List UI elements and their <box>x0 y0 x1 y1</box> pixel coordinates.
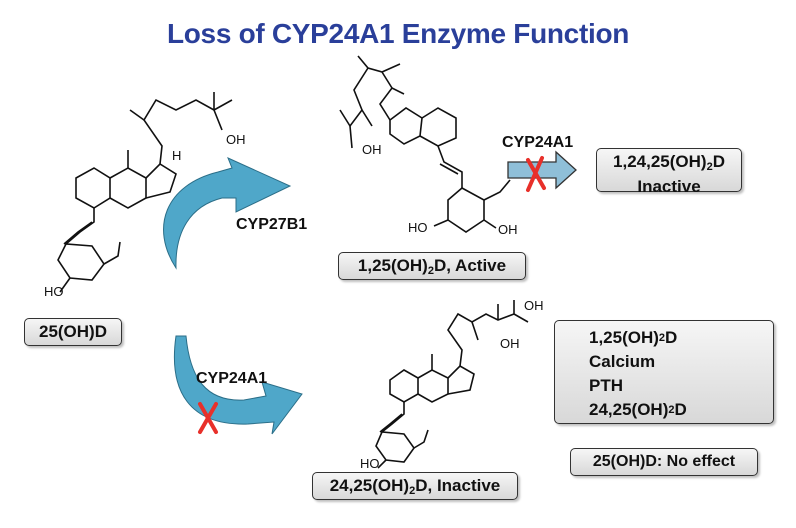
enzyme-label-cyp24a1-top: CYP24A1 <box>502 134 574 151</box>
compound-text-sub: 2 <box>409 485 416 497</box>
oh-label-3: OH <box>498 222 518 237</box>
compound-box-1-25-oh2-d-active: 1,25(OH)2D, Active <box>338 252 526 280</box>
compound-text-pre: 1,24,25(OH) <box>613 152 707 171</box>
compound-text-post: D, Active <box>433 256 507 275</box>
molecule-25ohd <box>57 92 233 293</box>
effect-label: 24,25(OH) <box>589 400 669 419</box>
block-cross-top <box>526 156 546 192</box>
effect-sub: 2 <box>658 332 666 344</box>
cyp24a1-bottom-arrow <box>173 335 303 435</box>
effect-post: D <box>665 328 678 347</box>
h-label-1: H <box>172 148 182 163</box>
ho-label-2: HO <box>408 220 428 235</box>
enzyme-label-cyp24a1-bottom: CYP24A1 <box>196 370 268 387</box>
compound-text-sub: 2 <box>427 265 434 277</box>
no-effect-box: 25(OH)D: No effect <box>570 448 758 476</box>
ho-label-3: HO <box>360 456 380 471</box>
compound-box-1-24-25-oh2-d: 1,24,25(OH)2D Inactive <box>596 148 742 196</box>
effect-label: Calcium <box>589 352 656 371</box>
effect-row: Calcium <box>589 350 773 374</box>
effect-sub: 2 <box>668 404 675 416</box>
oh-label-5: OH <box>500 336 520 351</box>
ho-label-1: HO <box>44 284 64 299</box>
cyp24a1-top-arrow <box>507 150 577 190</box>
compound-text-pre: 1,25(OH) <box>357 256 428 275</box>
effect-label: 1,25(OH) <box>589 328 659 347</box>
diagram-title: Loss of CYP24A1 Enzyme Function <box>166 18 630 49</box>
compound-line-2: Inactive <box>637 177 701 196</box>
molecule-24-25-oh2-d <box>375 300 529 469</box>
compound-box-24-25-oh2-d-inactive: 24,25(OH)2D, Inactive <box>312 472 518 500</box>
block-cross-bottom <box>198 402 218 434</box>
oh-label-4: OH <box>524 298 544 313</box>
cyp27b1-arrow <box>163 157 292 270</box>
effect-post: D <box>674 400 687 419</box>
effect-row: PTH <box>589 374 773 398</box>
compound-text-pre: 24,25(OH) <box>329 476 410 495</box>
oh-label-2: OH <box>362 142 382 157</box>
compound-text-sub: 2 <box>706 161 713 173</box>
oh-label-1: OH <box>226 132 246 147</box>
compound-text-post: D <box>712 152 725 171</box>
molecule-1-25-oh2-d <box>339 55 511 233</box>
effect-label: PTH <box>589 376 623 395</box>
compound-line-1: 1,24,25(OH)2D <box>597 152 741 177</box>
compound-text-post: D, Inactive <box>415 476 501 495</box>
compound-box-25ohd: 25(OH)D <box>24 318 122 346</box>
enzyme-label-cyp27b1: CYP27B1 <box>236 216 308 233</box>
